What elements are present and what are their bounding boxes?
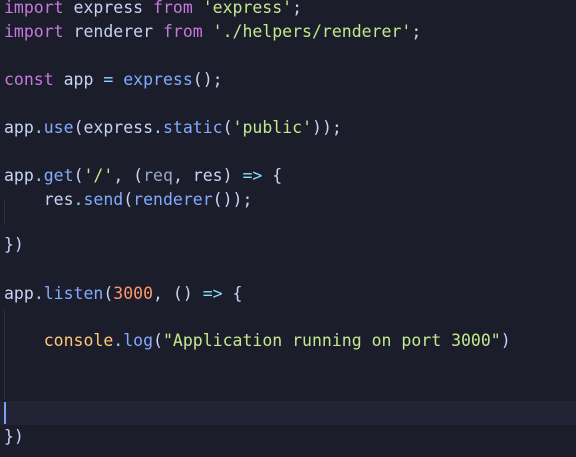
code-token: ( [222,118,233,137]
code-token: 3000 [113,284,154,303]
code-token: . [33,118,44,137]
code-line[interactable]: import renderer from './helpers/renderer… [4,20,421,44]
code-token: ; [292,0,303,17]
code-token: express [63,0,154,17]
code-token: ( [73,166,84,185]
code-token: }) [4,427,24,446]
code-token: import [4,22,64,41]
code-token: { [222,284,243,303]
code-token: '/' [83,166,114,185]
code-token: . [33,166,44,185]
code-token: ( [123,190,134,209]
code-token: "Application running on port 3000" [162,331,501,350]
code-token: . [33,284,44,303]
code-token: app [4,166,34,185]
code-token: }) [4,235,24,254]
code-token: use [43,118,74,137]
code-token: send [83,190,124,209]
code-token: . [73,190,84,209]
code-token: renderer [63,22,163,41]
code-token: express [123,70,193,89]
code-token: app [4,118,34,137]
code-token: const [4,70,54,89]
code-token: 'public' [232,118,313,137]
code-line[interactable]: const app = express(); [4,68,223,92]
code-token: ) [500,331,511,350]
code-token: . [113,331,124,350]
code-line[interactable]: }) [4,425,24,449]
text-cursor [4,402,6,424]
code-token: ()); [212,190,253,209]
code-token: console [43,331,114,350]
code-token: res [4,190,74,209]
code-line[interactable]: app.listen(3000, () => { [4,282,242,306]
code-token: ( [103,284,114,303]
code-token [4,331,44,350]
code-token: , () [153,284,203,303]
code-token: ( [153,331,163,350]
code-token: => [242,166,263,185]
code-token [113,70,123,89]
code-line[interactable]: app.get('/', (req, res) => { [4,164,282,188]
code-token: = [103,70,114,89]
code-token: app [4,284,34,303]
active-line-highlight [0,401,576,425]
code-token: )); [312,118,342,137]
indent-guide [4,310,5,400]
code-token: './helpers/renderer' [212,22,412,41]
code-token: listen [43,284,104,303]
code-token: app [53,70,104,89]
code-token: renderer [133,190,213,209]
code-line[interactable]: import express from 'express'; [4,0,302,20]
code-token: from [162,22,203,41]
code-token [203,22,213,41]
code-token: import [4,0,64,17]
code-token: req [143,166,173,185]
code-token: from [153,0,193,17]
code-token: static [162,118,223,137]
code-line[interactable]: res.send(renderer()); [4,188,253,212]
code-token: ; [411,22,422,41]
code-token: 'express' [202,0,293,17]
code-token: => [202,284,223,303]
code-line[interactable]: }) [4,233,24,257]
code-token: , res) [172,166,243,185]
code-line[interactable]: app.use(express.static('public')); [4,116,342,140]
code-token: (express [73,118,154,137]
code-token: log [123,331,154,350]
indent-guide [4,200,5,224]
code-token: get [43,166,74,185]
code-line[interactable]: console.log("Application running on port… [4,329,511,353]
code-token [193,0,203,17]
code-token: (); [192,70,223,89]
code-token: . [153,118,163,137]
code-token: , ( [113,166,144,185]
code-token: { [262,166,283,185]
